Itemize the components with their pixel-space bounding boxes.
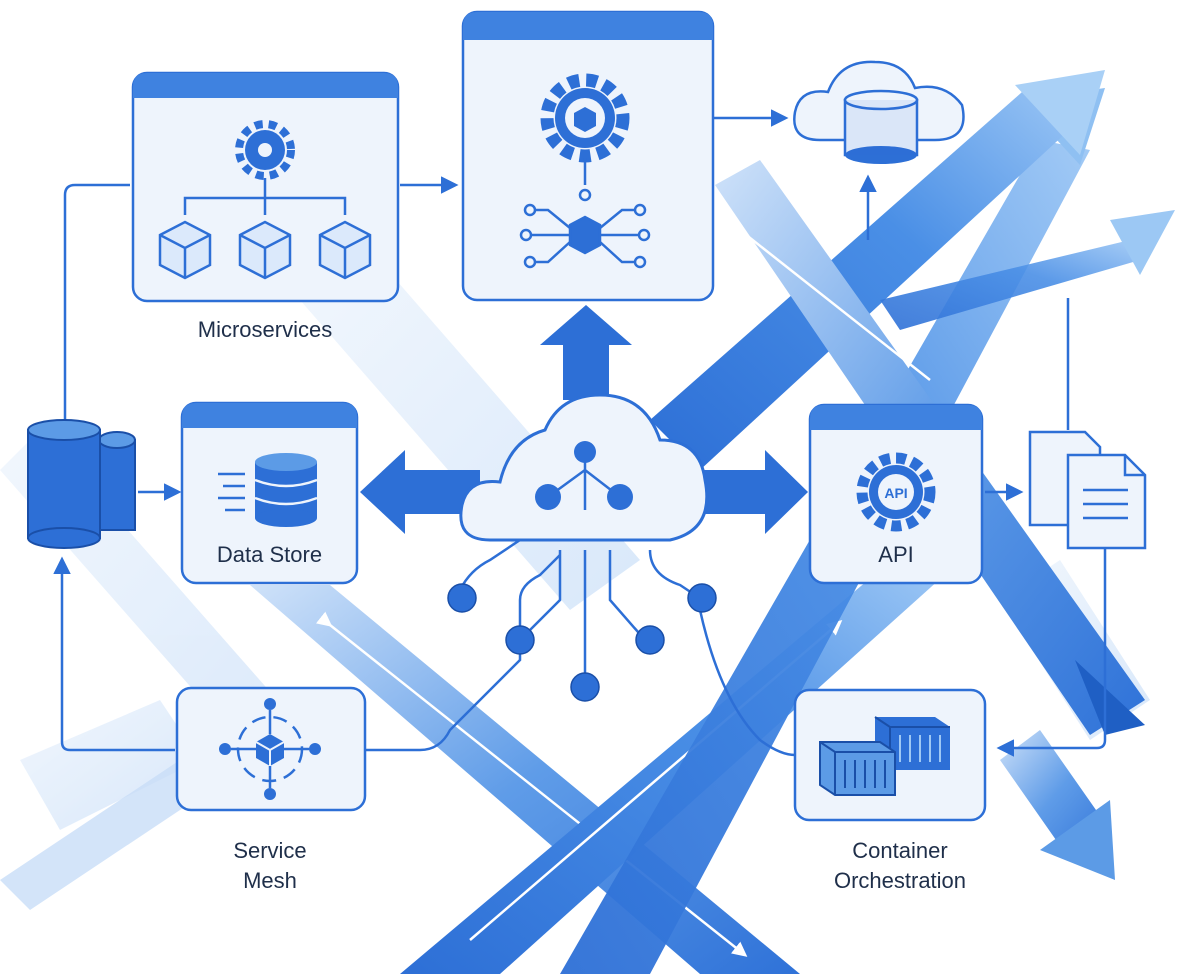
documents-icon bbox=[1028, 430, 1147, 550]
network-node bbox=[505, 625, 535, 655]
container-orchestration-card bbox=[793, 688, 987, 822]
cloud-database-icon bbox=[793, 60, 965, 164]
data-store-card bbox=[180, 401, 359, 585]
api-label: API bbox=[878, 542, 914, 567]
microservices-label: Microservices bbox=[197, 317, 333, 342]
database-icon bbox=[218, 453, 318, 527]
cloud-network-icon bbox=[459, 393, 709, 542]
connector-microservices-db bbox=[63, 183, 130, 420]
connector-mesh-db bbox=[53, 556, 175, 752]
network-node bbox=[447, 583, 477, 613]
gear-icon bbox=[235, 120, 295, 180]
api-gear-icon bbox=[856, 452, 936, 532]
container-orchestration-label: Container Orchestration bbox=[833, 838, 967, 893]
network-node bbox=[635, 625, 665, 655]
containers-icon bbox=[819, 716, 950, 796]
api-icon-text: API bbox=[884, 485, 907, 501]
api-card: API bbox=[808, 403, 984, 585]
mesh-cube-icon bbox=[219, 698, 321, 800]
network-node bbox=[687, 583, 717, 613]
service-mesh-card bbox=[175, 686, 367, 812]
network-node bbox=[570, 672, 600, 702]
microservices-card bbox=[131, 71, 400, 303]
database-cylinders-icon bbox=[27, 419, 136, 549]
data-store-label: Data Store bbox=[216, 542, 323, 567]
service-mesh-label: Service Mesh bbox=[233, 838, 307, 893]
network-cube-icon bbox=[519, 188, 651, 269]
gear-cube-icon bbox=[540, 73, 630, 163]
cube-icon bbox=[158, 220, 372, 280]
flow-band-up-to-api bbox=[400, 570, 950, 974]
arrow-cloud-to-hub bbox=[540, 305, 632, 400]
flow-band-center-top-right bbox=[650, 85, 1080, 470]
hub-card bbox=[461, 10, 715, 302]
network-nodes bbox=[447, 583, 717, 702]
connector-docs-containers bbox=[996, 545, 1107, 757]
